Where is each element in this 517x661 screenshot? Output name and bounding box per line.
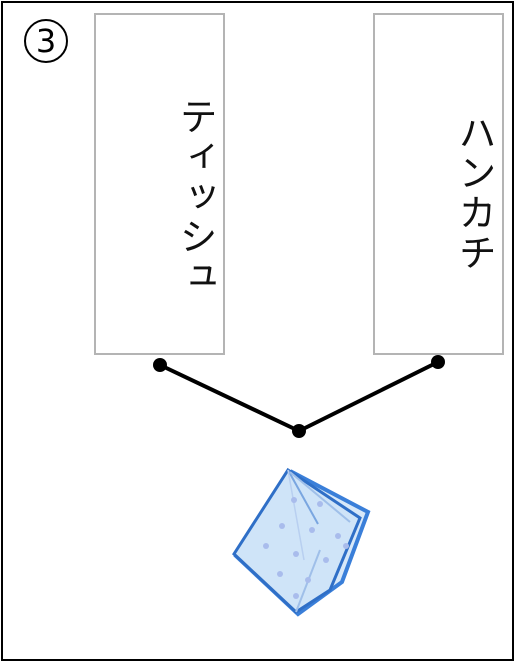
choice-label-tissue: ティッシュ: [173, 97, 217, 297]
question-number: 3: [35, 22, 57, 60]
connector-dot-left[interactable]: [153, 358, 167, 372]
connector-line-right: [298, 360, 439, 433]
choice-card-tissue[interactable]: ティッシュ: [94, 13, 225, 355]
choice-card-handkerchief[interactable]: ハンカチ: [373, 13, 504, 355]
connector-line-left: [159, 363, 300, 433]
connector-dot-center[interactable]: [292, 424, 306, 438]
handkerchief-icon: [200, 442, 400, 622]
question-number-badge: 3: [24, 19, 68, 63]
connector-dot-right[interactable]: [431, 355, 445, 369]
choice-label-handkerchief: ハンカチ: [452, 113, 496, 273]
